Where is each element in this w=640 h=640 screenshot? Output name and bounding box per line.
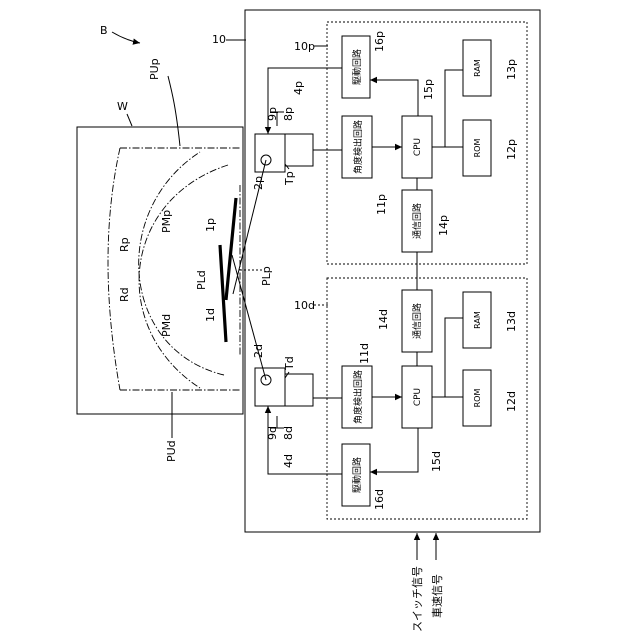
drive-circuit-16d-text: 駆動回路 <box>351 457 363 493</box>
label-PMd: PMd <box>160 314 173 337</box>
label-10: 10 <box>212 33 226 46</box>
label-13d: 13d <box>505 311 518 332</box>
label-14d: 14d <box>377 309 390 330</box>
wiping-arc-rd <box>139 152 224 375</box>
label-Td: Td <box>283 356 296 371</box>
label-12d: 12d <box>505 391 518 412</box>
label-PUd: PUd <box>165 440 178 462</box>
link-cpu-to-drive-p <box>370 80 418 116</box>
cpu-15p-text: CPU <box>413 138 423 156</box>
comm-circuit-14p-text: 通信回路 <box>411 203 423 239</box>
label-1d: 1d <box>204 308 217 322</box>
label-14p: 14p <box>437 215 450 236</box>
wiper-blade-1p <box>226 198 236 300</box>
sensor-8d <box>285 374 313 406</box>
link-drive-to-motor-p <box>268 68 342 134</box>
windshield-outline <box>77 127 243 414</box>
comm-circuit-14d-text: 通信回路 <box>411 303 423 339</box>
link-drive-to-motor-d <box>268 406 342 474</box>
label-2p: 2p <box>252 176 265 190</box>
angle-circuit-11p-text: 角度検出回路 <box>352 120 364 174</box>
pointer-B <box>112 32 140 43</box>
link-cpu-ram-p <box>445 70 463 147</box>
label-15p: 15p <box>422 79 435 100</box>
rom-12p-text: ROM <box>473 139 482 158</box>
label-10p: 10p <box>294 40 315 53</box>
drive-circuit-16p-text: 駆動回路 <box>351 49 363 85</box>
label-Tp: Tp <box>283 171 296 186</box>
label-4p: 4p <box>292 81 305 95</box>
switch-signal-label: スイッチ信号 <box>411 566 424 632</box>
label-PLd: PLd <box>195 270 208 290</box>
leader-PUp <box>168 76 180 146</box>
label-Rd: Rd <box>118 287 131 302</box>
label-1p: 1p <box>204 218 217 232</box>
label-8p: 8p <box>282 107 295 121</box>
rom-12d-text: ROM <box>473 389 482 408</box>
ram-13d-text: RAM <box>473 311 482 329</box>
motor-2p <box>255 134 285 172</box>
label-Rp: Rp <box>118 237 131 252</box>
label-4d: 4d <box>282 454 295 468</box>
label-2d: 2d <box>252 344 265 358</box>
label-16d: 16d <box>373 489 386 510</box>
link-cpu-ram-d <box>445 318 463 397</box>
angle-circuit-11d-text: 角度検出回路 <box>352 370 364 424</box>
ecu-outline <box>245 10 540 532</box>
wiping-arc-rp <box>139 165 228 388</box>
sensor-8p <box>285 134 313 166</box>
speed-signal-label: 車速信号 <box>430 574 444 618</box>
motor-2d <box>255 368 285 406</box>
label-16p: 16p <box>373 31 386 52</box>
label-PMp: PMp <box>160 210 173 233</box>
label-11p: 11p <box>375 194 388 215</box>
label-15d: 15d <box>430 451 443 472</box>
ram-13p-text: RAM <box>473 59 482 77</box>
label-PLp: PLp <box>260 266 273 286</box>
label-PUp: PUp <box>148 58 161 80</box>
cpu-15d-text: CPU <box>413 388 423 406</box>
label-W: W <box>117 100 128 113</box>
leader-Td <box>285 372 289 378</box>
link-cpu-to-drive-d <box>370 428 418 472</box>
label-12p: 12p <box>505 139 518 160</box>
label-B: B <box>100 24 108 37</box>
label-10d: 10d <box>294 299 315 312</box>
label-13p: 13p <box>505 59 518 80</box>
label-11d: 11d <box>358 343 371 364</box>
leader-W <box>127 114 132 126</box>
